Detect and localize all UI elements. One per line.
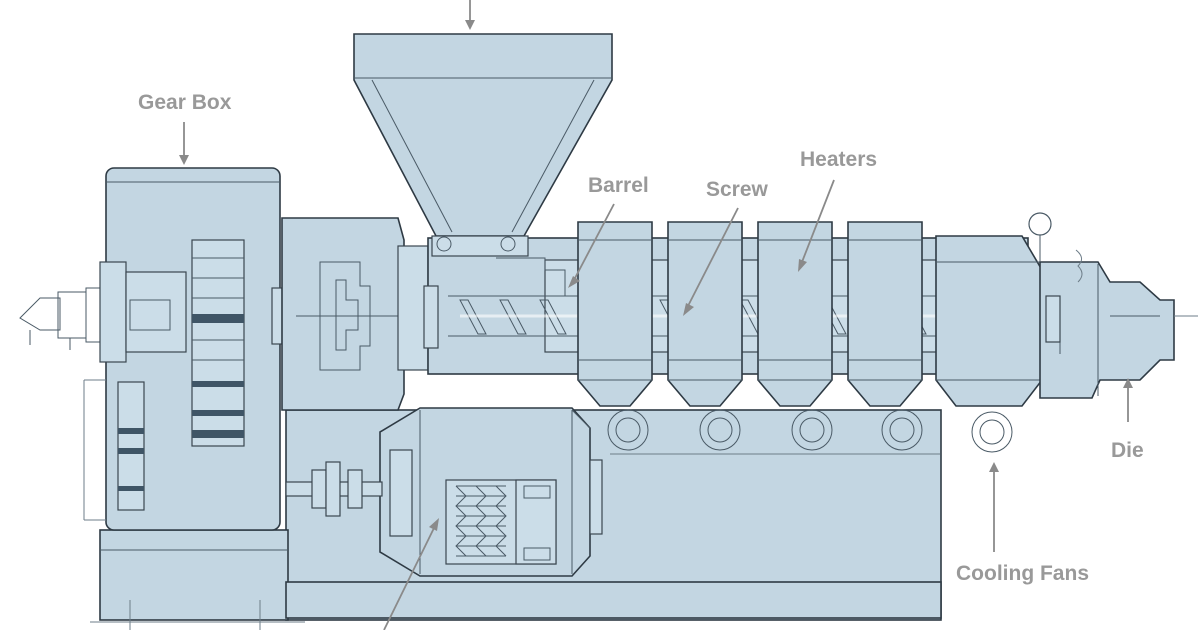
gear-box xyxy=(83,167,297,531)
heater-band-5 xyxy=(935,235,1043,407)
barrel-arrow xyxy=(568,203,615,288)
heater-band-4 xyxy=(847,221,923,407)
pressure-gauge xyxy=(1028,212,1083,283)
label-screw: Screw xyxy=(706,178,769,201)
die xyxy=(1039,261,1198,399)
label-arrows xyxy=(179,0,1133,630)
heater-band-2 xyxy=(667,221,743,407)
cooling-fan-5 xyxy=(971,411,1013,453)
gear-box-arrow xyxy=(179,122,189,165)
label-cooling-fans: Cooling Fans xyxy=(956,562,1089,585)
heaters-arrow xyxy=(798,179,835,272)
hopper xyxy=(353,33,613,257)
cooling-fans-arrow xyxy=(989,462,999,552)
label-die: Die xyxy=(1111,439,1144,462)
machine-base xyxy=(90,409,942,630)
feed-arrow xyxy=(465,0,475,30)
cooling-fan-2 xyxy=(699,409,741,451)
cooling-fan-4 xyxy=(881,409,923,451)
motor-coupling xyxy=(285,461,383,517)
motor xyxy=(379,407,603,577)
cooling-fans xyxy=(607,409,1013,455)
heater-bands xyxy=(577,221,1043,407)
die-arrow xyxy=(1123,378,1133,422)
label-heaters: Heaters xyxy=(800,148,877,171)
cooling-fan-1 xyxy=(607,409,649,451)
label-gear-box: Gear Box xyxy=(138,91,232,114)
screw-arrow xyxy=(683,207,739,316)
motor-fins xyxy=(455,485,507,557)
label-barrel: Barrel xyxy=(588,174,649,197)
heater-band-1 xyxy=(577,221,653,407)
motor-arrow xyxy=(383,518,439,630)
drive-motor-fitting xyxy=(19,287,103,350)
bearing-housing xyxy=(281,217,429,411)
cooling-fan-3 xyxy=(791,409,833,451)
heater-band-3 xyxy=(757,221,833,407)
